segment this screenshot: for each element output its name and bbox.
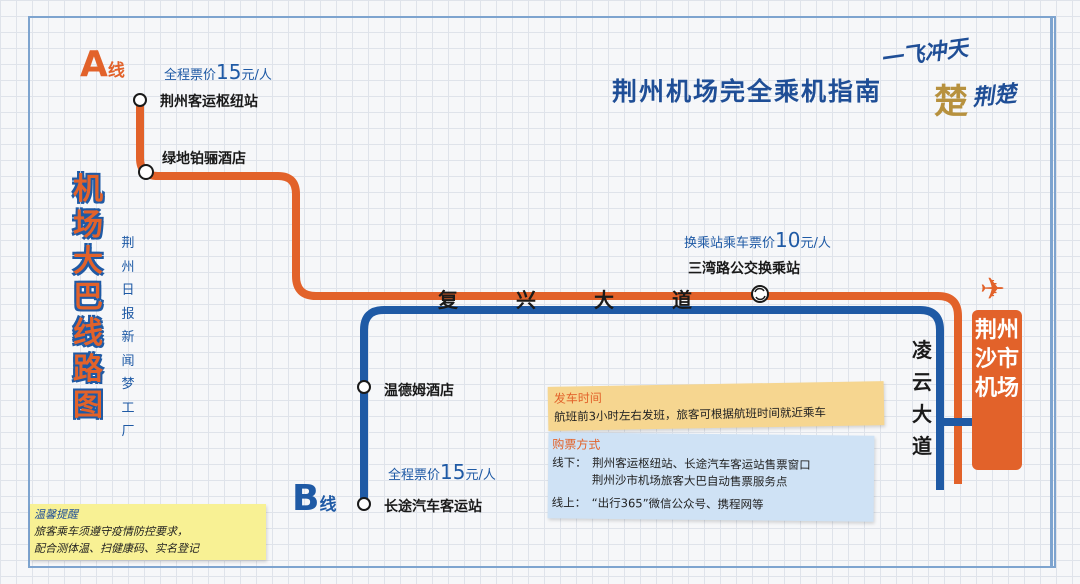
stop-b2-label: 长途汽车客运站 [384,499,482,515]
line-a-price: 全程票价15元/人 [164,60,272,84]
source-credit: 荆州日报新闻梦工厂 [121,236,135,439]
departure-heading: 发车时间 [553,390,602,406]
airport-box [972,310,1022,470]
stop-b1-label: 温德姆酒店 [384,383,454,399]
reminder-line-2: 配合测体温、扫健康码、实名登记 [34,542,199,555]
departure-note: 发车时间 航班前3小时左右发班，旅客可根据航班时间就近乘车 [547,381,885,431]
side-title: 机场大巴线路图 [73,172,103,423]
frame-edge [1050,16,1053,568]
logo-mark: 楚 [934,82,968,122]
ticket-online-label: 线上： [551,495,587,510]
reminder-note: 温馨提醒 旅客乘车须遵守疫情防控要求， 配合测体温、扫健康码、实名登记 [30,504,266,560]
road-fuxing-label: 复兴大道 [438,288,750,312]
page-frame [28,16,1056,568]
ticket-offline-2: 荆州沙市机场旅客大巴自动售票服务点 [591,472,788,489]
airport-label: 荆州沙市机场 [974,318,1019,401]
ticket-note: 购票方式 线下： 荆州客运枢纽站、长途汽车客运站售票窗口 荆州沙市机场旅客大巴自… [547,432,875,522]
reminder-line-1: 旅客乘车须遵守疫情防控要求， [34,525,188,538]
ticket-online: “出行365”微信公众号、携程网等 [591,495,764,512]
stop-transfer-label: 三湾路公交换乘站 [688,261,800,277]
line-b-label: B线 [292,478,337,519]
departure-text: 航班前3小时左右发班，旅客可根据航班时间就近乘车 [554,405,827,424]
ticket-heading: 购票方式 [552,437,601,452]
stop-marker-b1 [357,380,371,394]
road-lingyun-label: 凌云大道 [912,338,932,458]
reminder-heading: 温馨提醒 [34,508,78,521]
page-title: 荆州机场完全乘机指南 [612,77,883,106]
transfer-price: 换乘站乘车票价10元/人 [684,228,831,252]
transfer-icon [751,285,769,303]
ticket-offline-1: 荆州客运枢纽站、长途汽车客运站售票窗口 [592,455,811,473]
line-a-label: A线 [80,44,125,85]
line-b-route [360,306,944,504]
logo-subtext: 荆楚 [971,81,1018,112]
line-b-price: 全程票价15元/人 [388,460,496,484]
stop-a1-label: 荆州客运枢纽站 [160,94,258,110]
airplane-icon: ✈ [980,272,1006,307]
stop-a2-label: 绿地铂骊酒店 [162,151,246,167]
stop-marker-a2 [138,164,154,180]
ticket-offline-label: 线下： [552,455,587,470]
stop-marker-a1 [133,93,147,107]
stop-marker-b2 [357,497,371,511]
